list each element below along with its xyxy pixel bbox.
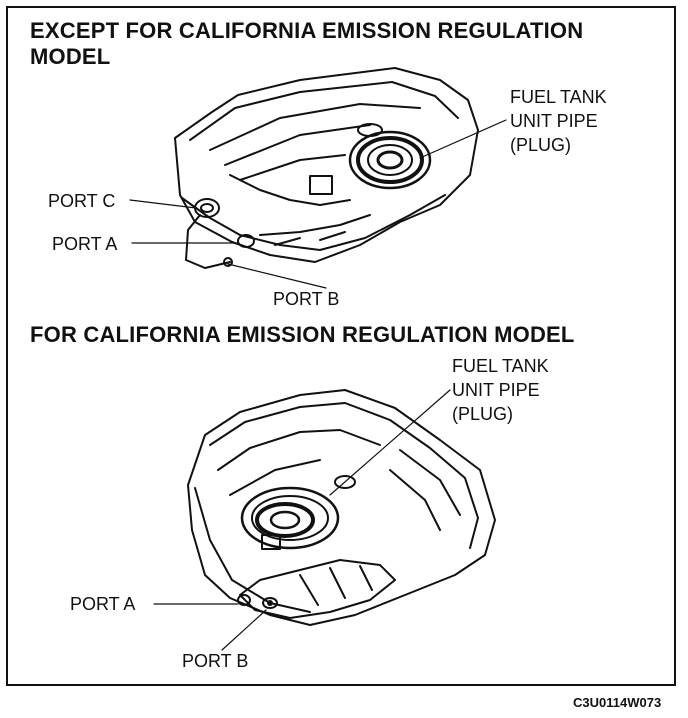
bottom-heading: FOR CALIFORNIA EMISSION REGULATION MODEL bbox=[30, 322, 575, 347]
bottom-fuel-tank-label-3: (PLUG) bbox=[452, 404, 514, 424]
bottom-port-a-label: PORT A bbox=[70, 594, 136, 614]
top-fuel-tank-label-3: (PLUG) bbox=[510, 135, 572, 155]
top-fuel-tank-drawing bbox=[174, 67, 479, 269]
figure-code: C3U0114W073 bbox=[573, 695, 662, 710]
bottom-leader-lines bbox=[153, 389, 451, 651]
bottom-fuel-tank-drawing bbox=[187, 389, 496, 626]
bottom-fuel-tank-label-2: UNIT PIPE bbox=[452, 380, 540, 400]
top-leader-lines bbox=[129, 119, 507, 289]
top-fuel-tank-label-2: UNIT PIPE bbox=[510, 111, 598, 131]
top-port-a-label: PORT A bbox=[52, 234, 118, 254]
top-heading: EXCEPT FOR CALIFORNIA EMISSION REGULATIO… bbox=[30, 18, 584, 69]
figure-frame bbox=[6, 6, 676, 686]
top-port-b-label: PORT B bbox=[273, 289, 340, 309]
bottom-port-b-label: PORT B bbox=[182, 651, 249, 671]
bottom-fuel-tank-label-1: FUEL TANK bbox=[452, 356, 549, 376]
top-fuel-tank-label-1: FUEL TANK bbox=[510, 87, 607, 107]
top-port-c-label: PORT C bbox=[48, 191, 116, 211]
